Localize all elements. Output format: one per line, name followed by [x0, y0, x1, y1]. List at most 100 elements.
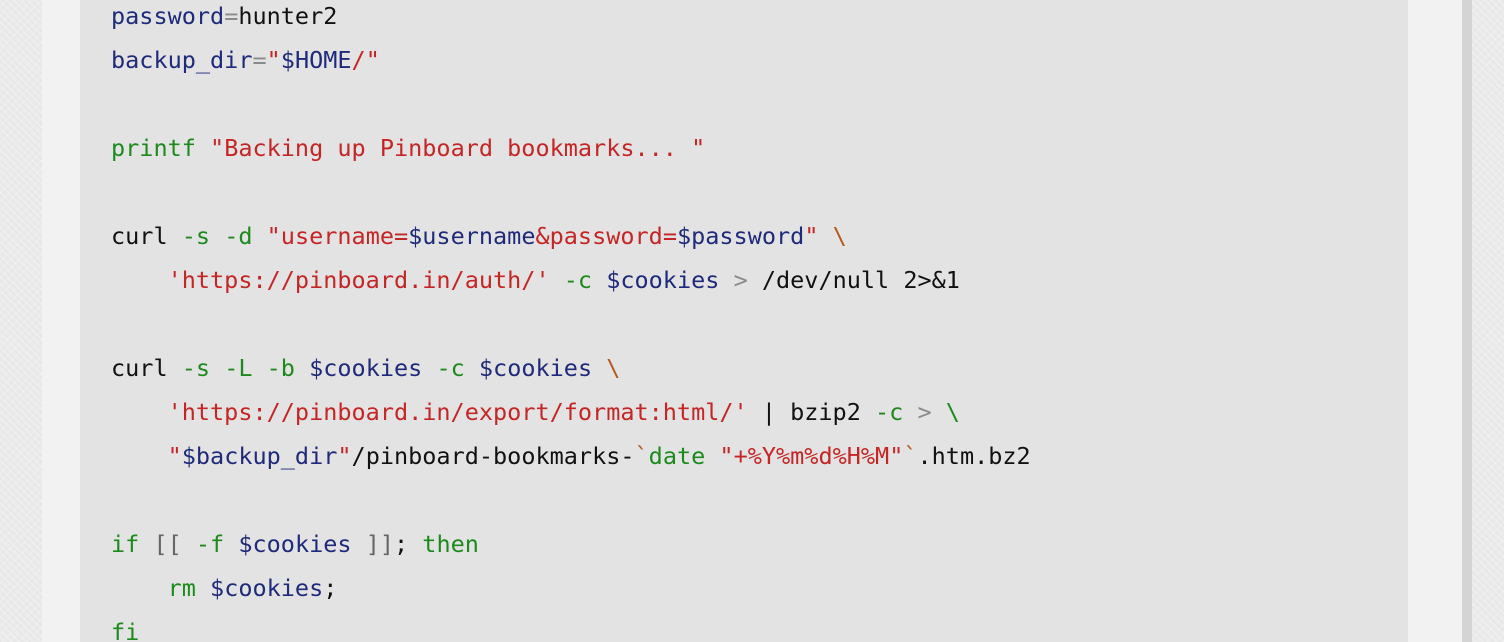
code-token-plain	[196, 134, 210, 162]
code-line: curl -s -d "username=$username&password=…	[111, 214, 1031, 258]
code-token-plain	[111, 574, 168, 602]
code-token-plain	[210, 222, 224, 250]
code-token-var: $cookies	[606, 266, 720, 294]
code-token-plain: curl	[111, 354, 168, 382]
code-token-var: $cookies	[478, 354, 593, 382]
code-token-cont: `	[903, 442, 918, 470]
code-token-var: $HOME	[280, 46, 352, 74]
code-line: ​	[111, 170, 1031, 214]
page-border-right	[1462, 0, 1472, 642]
code-token-var: $backup_dir	[181, 442, 338, 470]
code-token-str: "	[804, 222, 819, 250]
code-token-flag: -f	[195, 530, 225, 558]
code-token-flag: -c	[563, 266, 593, 294]
code-token-plain	[210, 354, 224, 382]
code-token-punct: ]]	[365, 530, 394, 558]
code-token-var: $password	[676, 222, 805, 250]
code-token-flag: -c	[875, 398, 904, 426]
code-block: password=hunter2backup_dir="$HOME/"​prin…	[80, 0, 1408, 642]
code-token-flag: -L	[224, 354, 253, 382]
code-token-var: $cookies	[238, 530, 352, 558]
code-line: ​	[111, 302, 1031, 346]
code-token-plain	[111, 266, 168, 294]
code-token-plain	[818, 222, 832, 250]
code-token-plain: ;	[394, 530, 423, 558]
code-token-plain	[253, 354, 267, 382]
code-token-plain	[550, 266, 564, 294]
code-token-cont: \	[832, 222, 847, 250]
code-line: curl -s -L -b $cookies -c $cookies \	[111, 346, 1031, 390]
code-token-plain	[139, 530, 153, 558]
code-token-str: "+%Y%m%d%H%M"	[719, 442, 904, 470]
code-token-str: "Backing up Pinboard bookmarks... "	[210, 134, 706, 162]
code-token-plain	[592, 266, 606, 294]
code-token-op: >	[733, 266, 748, 294]
code-token-plain: hunter2	[238, 2, 338, 30]
code-token-flag: -s	[181, 222, 211, 250]
code-token-plain	[352, 530, 366, 558]
code-token-plain	[111, 398, 168, 426]
code-line: ​	[111, 478, 1031, 522]
code-token-str: "	[266, 46, 281, 74]
code-token-flag: -s	[181, 354, 211, 382]
code-token-var: backup_dir	[111, 46, 253, 74]
code-token-str: "	[337, 442, 352, 470]
code-token-plain: /dev/null 2>&1	[747, 266, 960, 294]
code-line: 'https://pinboard.in/auth/' -c $cookies …	[111, 258, 1031, 302]
code-token-flag: -c	[436, 354, 465, 382]
code-token-plain	[465, 354, 479, 382]
code-token-cont: \	[606, 354, 621, 382]
code-token-kw: rm	[167, 574, 196, 602]
code-token-str: 'https://pinboard.in/auth/'	[167, 266, 550, 294]
code-token-plain: .htm.bz2	[917, 442, 1031, 470]
code-token-plain	[168, 222, 182, 250]
code-token-op: =	[252, 46, 267, 74]
code-token-kw: printf	[111, 134, 196, 162]
code-line: printf "Backing up Pinboard bookmarks...…	[111, 126, 1031, 170]
code-token-plain	[253, 222, 267, 250]
code-token-plain: curl	[111, 222, 168, 250]
code-token-plain: | bzip2	[747, 398, 876, 426]
code-line: backup_dir="$HOME/"	[111, 38, 1031, 82]
code-token-plain	[182, 530, 196, 558]
code-token-str: &password=	[535, 222, 677, 250]
code-line: rm $cookies;	[111, 566, 1031, 610]
code-token-plain	[719, 266, 733, 294]
code-token-plain	[196, 574, 210, 602]
code-token-plain	[705, 442, 719, 470]
code-token-var: password	[111, 2, 225, 30]
code-token-str: /"	[351, 46, 380, 74]
code-line: password=hunter2	[111, 0, 1031, 38]
code-token-cont: `	[634, 442, 649, 470]
code-token-kw: \	[945, 398, 960, 426]
code-token-kw: fi	[111, 618, 140, 642]
code-token-str: "	[167, 442, 182, 470]
code-token-var: $username	[408, 222, 536, 250]
code-token-kw: date	[648, 442, 706, 470]
code-line: "$backup_dir"/pinboard-bookmarks-`date "…	[111, 434, 1031, 478]
code-token-plain	[422, 354, 436, 382]
code-token-plain	[932, 398, 946, 426]
code-token-plain: /pinboard-bookmarks-	[351, 442, 635, 470]
code-token-op: =	[224, 2, 239, 30]
code-token-plain	[224, 530, 238, 558]
code-token-var: $cookies	[309, 354, 423, 382]
code-line: ​	[111, 82, 1031, 126]
code-line: 'https://pinboard.in/export/format:html/…	[111, 390, 1031, 434]
code-lines: password=hunter2backup_dir="$HOME/"​prin…	[111, 0, 1031, 642]
code-token-plain	[295, 354, 309, 382]
code-token-plain	[903, 398, 917, 426]
code-line: if [[ -f $cookies ]]; then	[111, 522, 1031, 566]
code-token-flag: -b	[266, 354, 295, 382]
code-token-plain: ;	[323, 574, 338, 602]
code-token-kw: if	[111, 530, 140, 558]
code-token-plain	[592, 354, 606, 382]
code-token-plain	[111, 442, 168, 470]
code-token-op: >	[917, 398, 932, 426]
code-line: fi	[111, 610, 1031, 642]
code-token-str: 'https://pinboard.in/export/format:html/…	[167, 398, 748, 426]
code-token-plain	[168, 354, 182, 382]
code-token-punct: [[	[153, 530, 182, 558]
code-token-flag: -d	[224, 222, 253, 250]
code-token-kw: then	[422, 530, 479, 558]
